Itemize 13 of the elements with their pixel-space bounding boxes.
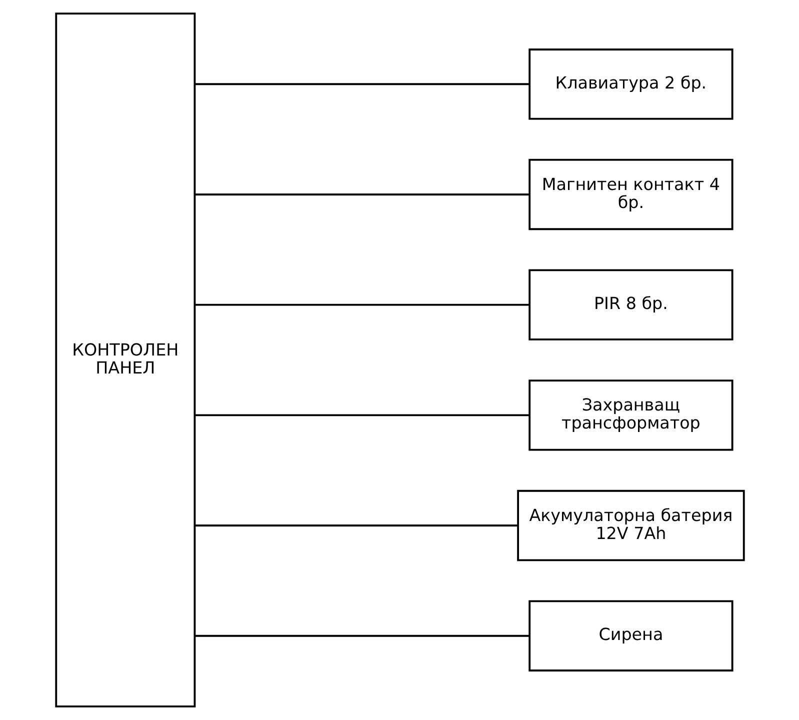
connector: [194, 524, 518, 526]
node-box: Магнитен контакт 4 бр.: [528, 158, 733, 230]
node-box: PIR 8 бр.: [528, 269, 733, 340]
connector: [194, 304, 529, 306]
connector: [194, 194, 529, 196]
connector: [194, 414, 529, 416]
node-box: Акумулаторна батерия 12V 7Ah: [516, 490, 744, 562]
node-box: Клавиатура 2 бр.: [528, 48, 733, 120]
node-box: Захранващ трансформатор: [528, 380, 733, 451]
connector: [194, 634, 529, 637]
connector: [194, 83, 529, 86]
node-box: Сирена: [528, 600, 733, 672]
node-box: КОНТРОЛЕН ПАНЕЛ: [54, 12, 196, 708]
